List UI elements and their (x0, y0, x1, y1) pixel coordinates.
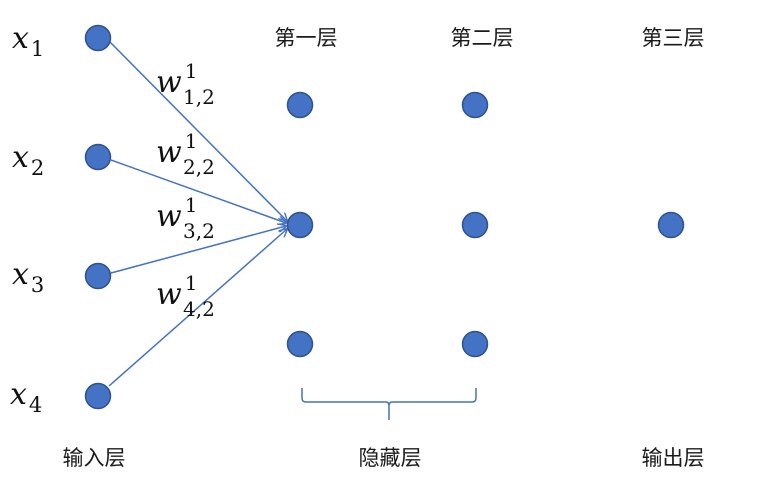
layer2-node-3 (461, 330, 489, 358)
edge-x1-to-h12 (109, 41, 287, 221)
input-layer-label: 输入层 (63, 446, 126, 470)
input-node-2 (84, 143, 112, 171)
layer1-node-1 (286, 91, 314, 119)
hidden-layer-label: 隐藏层 (359, 446, 422, 470)
input-label-1: x1 (12, 21, 44, 61)
input-label-4: x4 (10, 377, 42, 417)
input-node-4 (84, 382, 112, 410)
output-node (657, 211, 685, 239)
input-node-3 (84, 262, 112, 290)
layer-title-1: 第一层 (275, 26, 338, 50)
edge-x3-to-h12 (110, 226, 286, 274)
edge-x4-to-h12 (108, 229, 287, 387)
input-label-3: x3 (12, 257, 44, 297)
layer-title-3: 第三层 (642, 26, 705, 50)
input-labels: x1 x2 x3 x4 (10, 21, 44, 417)
layer1-node-2 (286, 211, 314, 239)
nodes (84, 24, 685, 410)
hidden-layer-brace (301, 388, 477, 420)
input-label-2: x2 (12, 140, 44, 180)
layer-titles: 第一层 第二层 第三层 (275, 26, 705, 50)
layer2-node-1 (461, 91, 489, 119)
layer-title-2: 第二层 (451, 26, 514, 50)
layer1-node-3 (286, 330, 314, 358)
output-layer-label: 输出层 (642, 446, 705, 470)
edge-x2-to-h12 (110, 159, 286, 223)
layer2-node-2 (461, 211, 489, 239)
group-labels: 输入层 隐藏层 输出层 (63, 446, 705, 470)
input-node-1 (84, 24, 112, 52)
edges (108, 41, 287, 387)
